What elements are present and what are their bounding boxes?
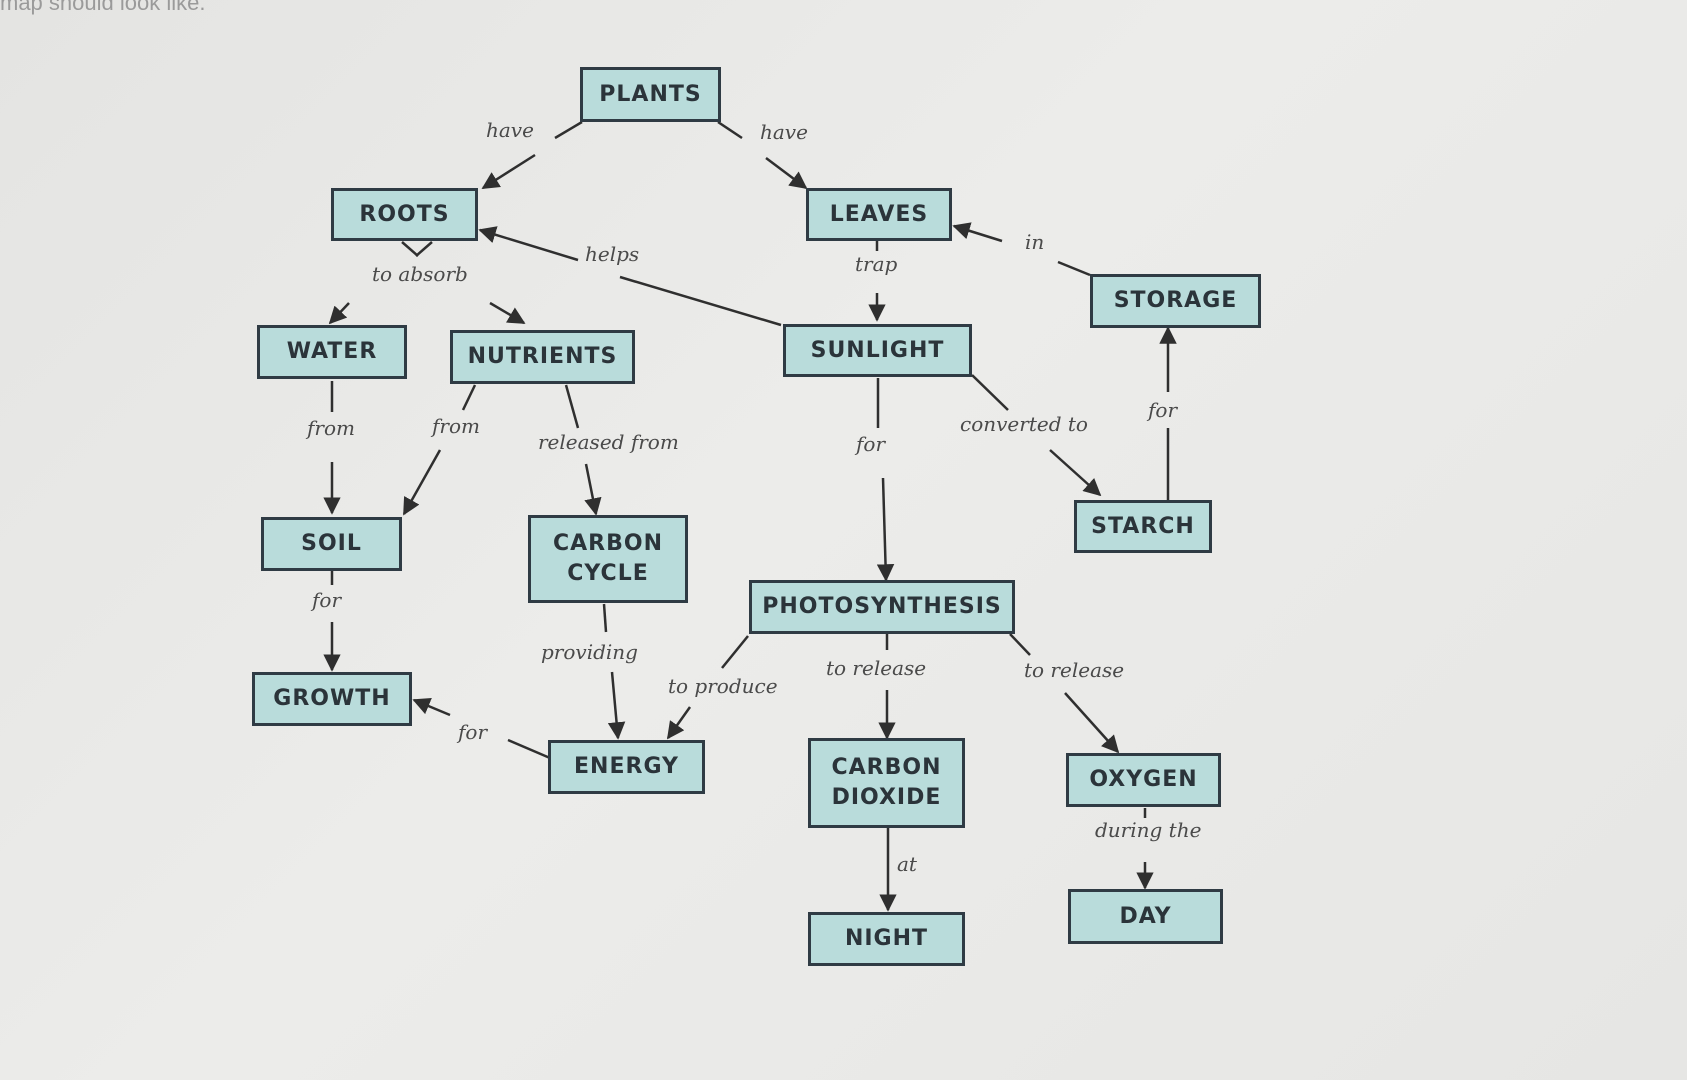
connector-nutrients-released: [564, 384, 580, 429]
node-growth: GROWTH: [252, 672, 412, 726]
connector-plants-leaves: [717, 120, 743, 140]
connector-energy-for: [507, 738, 551, 760]
arrow-to-growth-energy: [412, 697, 451, 717]
arrow-to-leaves: [765, 157, 808, 190]
connector-roots-absorb-2: [415, 241, 433, 257]
connector-sunlight-helps: [619, 275, 782, 327]
arrow-to-oxygen: [1064, 692, 1120, 754]
arrow-to-leaves-in: [952, 222, 1003, 243]
connector-photo-produce: [721, 635, 749, 669]
connector-storage-in: [1057, 260, 1091, 277]
arrow-to-water: [328, 302, 350, 325]
label-storage-leaves: in: [1025, 230, 1045, 254]
label-photosynthesis-energy: to produce: [668, 674, 778, 698]
node-day: DAY: [1068, 889, 1223, 944]
label-leaves-sunlight: trap: [855, 252, 898, 276]
label-plants-roots: have: [486, 118, 534, 142]
arrow-to-roots: [481, 153, 536, 190]
arrow-to-nutrients: [489, 301, 526, 325]
arrow-to-soil-nutrients: [402, 449, 442, 516]
arrow-to-photosynthesis: [876, 477, 895, 582]
label-energy-growth: for: [458, 720, 488, 744]
page-caption: map should look like.: [0, 0, 206, 15]
arrow-to-energy-photo: [666, 706, 692, 740]
label-oxygen-day: during the: [1095, 818, 1202, 842]
node-starch: STARCH: [1074, 500, 1212, 553]
label-carbon-cycle-energy: providing: [541, 640, 638, 664]
node-soil: SOIL: [261, 517, 402, 571]
node-oxygen: OXYGEN: [1066, 753, 1221, 807]
node-night: NIGHT: [808, 912, 965, 966]
arrow-to-starch: [1049, 449, 1102, 497]
label-photosynthesis-oxygen: to release: [1024, 658, 1125, 682]
label-water-soil: from: [307, 416, 355, 440]
node-photosynthesis: PHOTOSYNTHESIS: [749, 580, 1015, 634]
connector-photo-release-o2: [1009, 633, 1031, 656]
arrow-to-energy-carbon: [607, 671, 626, 740]
label-plants-leaves: have: [760, 120, 808, 144]
connector-sunlight-converted: [971, 374, 1009, 411]
connector-plants-roots: [554, 120, 583, 140]
label-co2-night: at: [897, 852, 917, 876]
label-soil-growth: for: [312, 588, 342, 612]
label-sunlight-starch: converted to: [960, 412, 1088, 436]
arrow-to-roots-helps: [478, 226, 579, 262]
label-roots-absorb: to absorb: [372, 262, 468, 286]
label-nutrients-soil: from: [432, 414, 480, 438]
node-nutrients: NUTRIENTS: [450, 330, 635, 384]
label-nutrients-carbon-cycle: released from: [538, 430, 679, 454]
label-photosynthesis-co2: to release: [826, 656, 927, 680]
connector-nutrients-from: [461, 384, 477, 411]
node-energy: ENERGY: [548, 740, 705, 794]
node-carbon-dioxide: CARBON DIOXIDE: [808, 738, 965, 828]
label-starch-storage: for: [1148, 398, 1178, 422]
node-sunlight: SUNLIGHT: [783, 324, 972, 377]
node-leaves: LEAVES: [806, 188, 952, 241]
connector-roots-absorb: [401, 241, 419, 257]
label-sunlight-photosynthesis: for: [856, 432, 886, 456]
node-plants: PLANTS: [580, 67, 721, 122]
connector-carbon-providing: [602, 603, 608, 633]
node-carbon-cycle: CARBON CYCLE: [528, 515, 688, 603]
node-roots: ROOTS: [331, 188, 478, 241]
label-sunlight-roots: helps: [585, 242, 640, 266]
node-water: WATER: [257, 325, 407, 379]
node-storage: STORAGE: [1090, 274, 1261, 328]
arrow-to-carbon-cycle: [584, 463, 602, 516]
